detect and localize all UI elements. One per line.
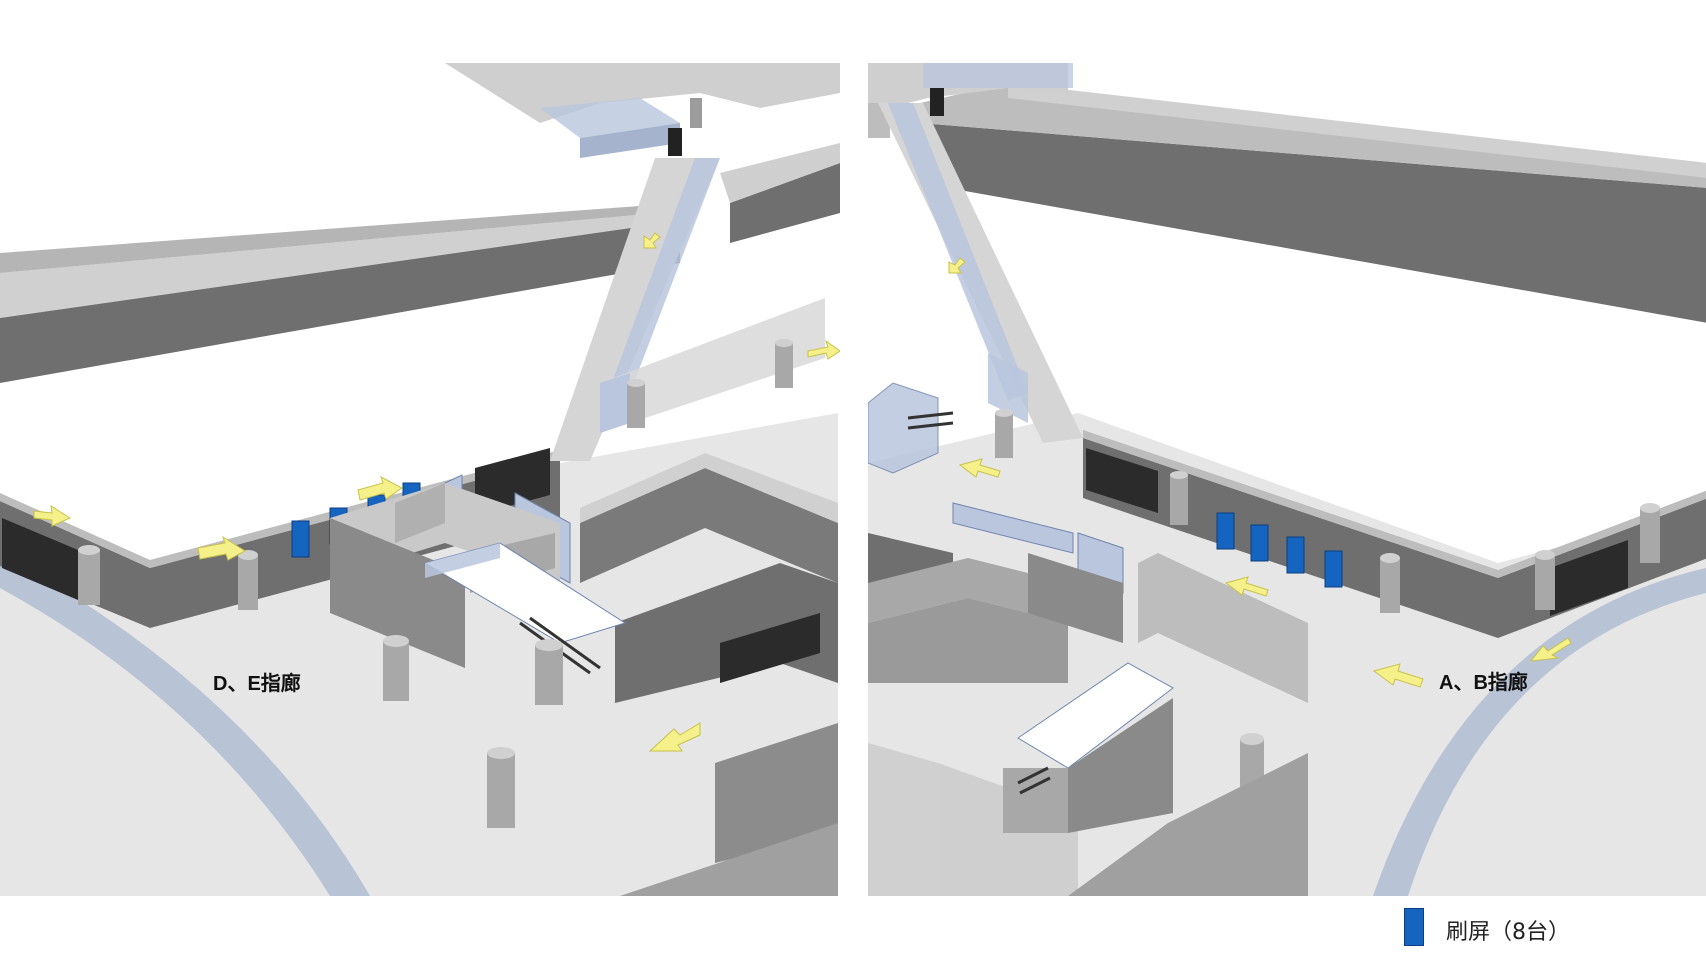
screen-marker: [1250, 524, 1269, 562]
escalator-enclosure-wall: [395, 483, 445, 543]
upper-glass-box-side: [580, 123, 680, 158]
legend-swatch-screen-icon: [1404, 908, 1424, 946]
enclosure-block: [1003, 768, 1068, 833]
direction-arrow: [33, 504, 72, 527]
side-block-top: [580, 453, 838, 523]
upper-slab-side: [920, 123, 1706, 323]
direction-arrow: [1372, 663, 1424, 688]
area-label-de: D、E指廊: [213, 673, 301, 695]
column: [995, 409, 1013, 458]
screen-marker: [1216, 512, 1235, 550]
glass-bar: [952, 502, 1074, 554]
side-block: [715, 723, 838, 863]
upper-slab-top: [0, 203, 680, 273]
screen-marker: [291, 520, 310, 558]
escalator: [1017, 766, 1051, 795]
glass-partition: [988, 353, 1028, 423]
upper-column: [930, 88, 944, 116]
ramp-glass-rail: [888, 103, 1028, 401]
column: [1380, 553, 1400, 613]
column: [1535, 550, 1555, 610]
column: [383, 635, 409, 701]
upper-slab-side: [730, 163, 840, 243]
side-block: [868, 598, 1068, 683]
right-view-drawing: [868, 63, 1706, 896]
escalator-enclosure-wall: [330, 518, 465, 668]
direction-arrow: [643, 232, 661, 249]
side-block: [615, 563, 838, 703]
glass-partition: [600, 298, 825, 433]
screen-marker: [1324, 550, 1343, 588]
curved-corridor: [1373, 568, 1706, 896]
right-view-panel: A、B指廊: [868, 63, 1706, 896]
escalator-opening: [1017, 662, 1174, 769]
column: [627, 379, 645, 428]
side-block: [868, 558, 1068, 623]
upper-slab: [0, 211, 680, 318]
screen-marker: [1286, 536, 1305, 574]
escalator-opening: [423, 542, 627, 644]
area-label-ab: A、B指廊: [1439, 672, 1528, 694]
direction-arrow: [197, 535, 246, 561]
curved-corridor: [0, 553, 370, 896]
column: [1170, 471, 1188, 525]
wall-display: [2, 518, 78, 600]
ramp-glass-rail: [605, 158, 720, 401]
upper-slab-side: [0, 221, 680, 383]
escalator-enclosure-wall: [1028, 553, 1123, 643]
upper-column: [668, 128, 682, 156]
escalator-glass-box: [868, 382, 939, 474]
glass-partition: [600, 373, 630, 433]
direction-arrow: [958, 458, 1001, 478]
upper-slab-top: [1008, 83, 1706, 178]
upper-slab-top: [720, 143, 840, 203]
direction-arrow: [648, 722, 701, 752]
column: [487, 747, 515, 828]
direction-arrow: [1529, 637, 1572, 662]
upper-glass-box: [923, 63, 1073, 88]
wall-display: [720, 613, 820, 683]
side-block: [620, 823, 838, 896]
enclosure-block: [1068, 698, 1173, 833]
escalator-glass-rail: [425, 543, 500, 578]
escalator: [907, 411, 954, 430]
legend-label: 刷屏（8台）: [1446, 920, 1570, 945]
wall-display: [1550, 540, 1628, 616]
side-block: [580, 468, 838, 583]
column: [535, 639, 563, 705]
left-view-drawing: [0, 63, 840, 896]
column: [1640, 503, 1660, 563]
column: [78, 545, 100, 605]
upper-column: [690, 98, 702, 128]
wall-display: [475, 448, 550, 515]
side-block: [868, 743, 938, 896]
column: [775, 339, 793, 388]
column: [238, 550, 258, 610]
left-view-panel: D、E指廊: [0, 63, 840, 896]
wall-display: [1086, 448, 1158, 513]
escalator-enclosure: [1138, 553, 1308, 703]
direction-arrow: [948, 257, 966, 274]
side-block: [1068, 753, 1308, 896]
upper-glass-box: [540, 98, 680, 138]
direction-arrow: [357, 475, 403, 501]
direction-arrow: [1224, 576, 1269, 597]
direction-arrow: [807, 339, 840, 360]
